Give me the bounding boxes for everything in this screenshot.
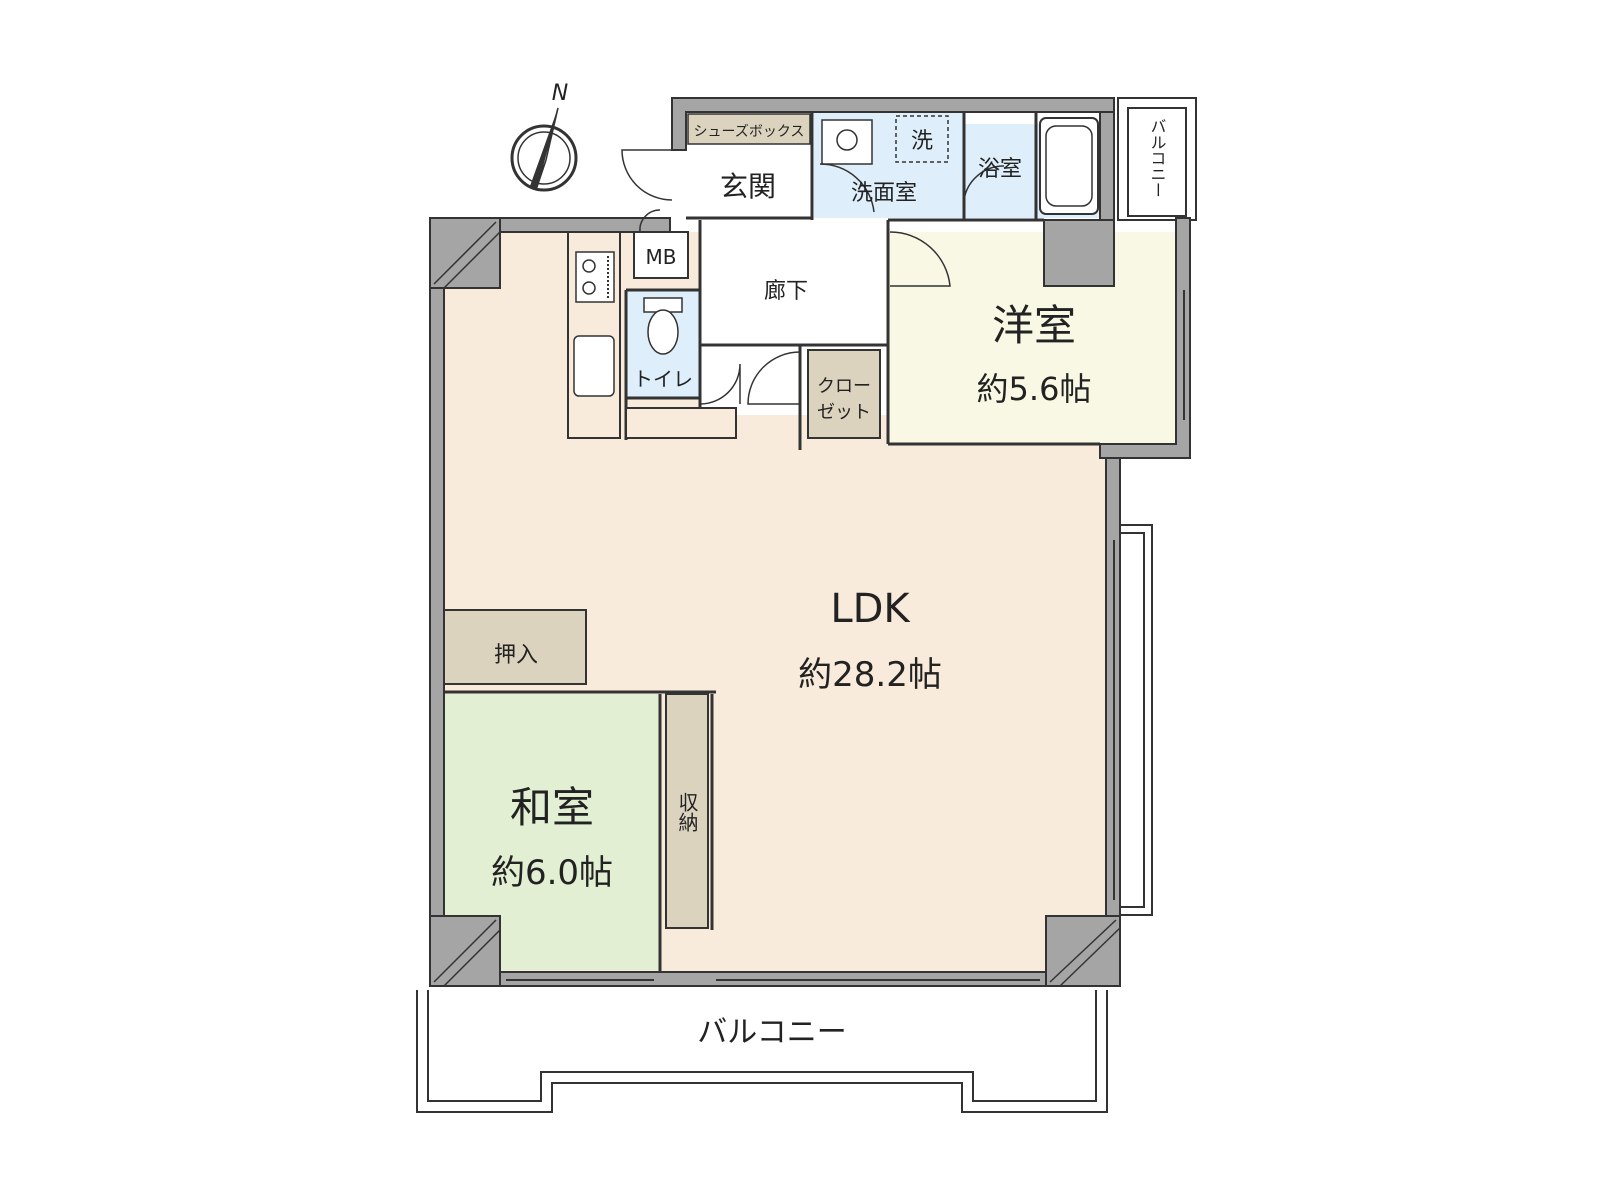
kitchen	[567, 231, 737, 439]
shoebox-label: シューズボックス	[694, 124, 805, 140]
closet-label-line1: クロー	[817, 376, 871, 397]
balcony-main-label: バルコニー	[697, 1015, 846, 1050]
doors	[621, 149, 1005, 405]
toilet-fixture	[643, 297, 683, 355]
yoshitsu-floor	[890, 232, 1178, 444]
windows-east	[1105, 290, 1185, 900]
yoshitsu-size: 約5.6帖	[977, 370, 1092, 408]
washitsu-name: 和室	[510, 783, 594, 832]
closet-label-line2: ゼット	[817, 402, 871, 423]
genkan-label: 玄関	[720, 170, 776, 203]
windows-south	[506, 971, 1040, 981]
compass-north-label: N	[552, 81, 568, 106]
shuno-unit	[665, 693, 709, 929]
walls	[429, 97, 1191, 987]
ldk-size: 約28.2帖	[798, 655, 942, 695]
washitsu-size: 約6.0帖	[491, 853, 613, 893]
oshiire-label: 押入	[494, 643, 538, 668]
compass-rose	[510, 107, 578, 192]
yoshitsu-name: 洋室	[992, 301, 1076, 350]
oshiire-unit	[443, 609, 587, 685]
toilet-label: トイレ	[633, 367, 693, 391]
yokushitsu-label: 浴室	[978, 157, 1022, 182]
balcony-side	[1117, 97, 1197, 221]
mb-label: MB	[646, 245, 677, 269]
balcony-main	[416, 990, 1108, 1113]
balcony-side-label: バルコニー	[1148, 118, 1167, 198]
bathtub	[1039, 117, 1099, 215]
shoebox-unit	[687, 113, 811, 145]
column-hatch	[433, 221, 1121, 987]
washer-label: 洗	[911, 129, 933, 154]
senmen-label: 洗面室	[851, 181, 917, 206]
closet-unit	[807, 349, 881, 439]
sink	[821, 119, 873, 165]
interior-walls	[624, 112, 1100, 450]
rouka-label: 廊下	[764, 279, 808, 304]
shuno-label: 収納	[675, 792, 699, 832]
ldk-name: LDK	[830, 586, 911, 632]
mb-unit	[633, 231, 689, 279]
